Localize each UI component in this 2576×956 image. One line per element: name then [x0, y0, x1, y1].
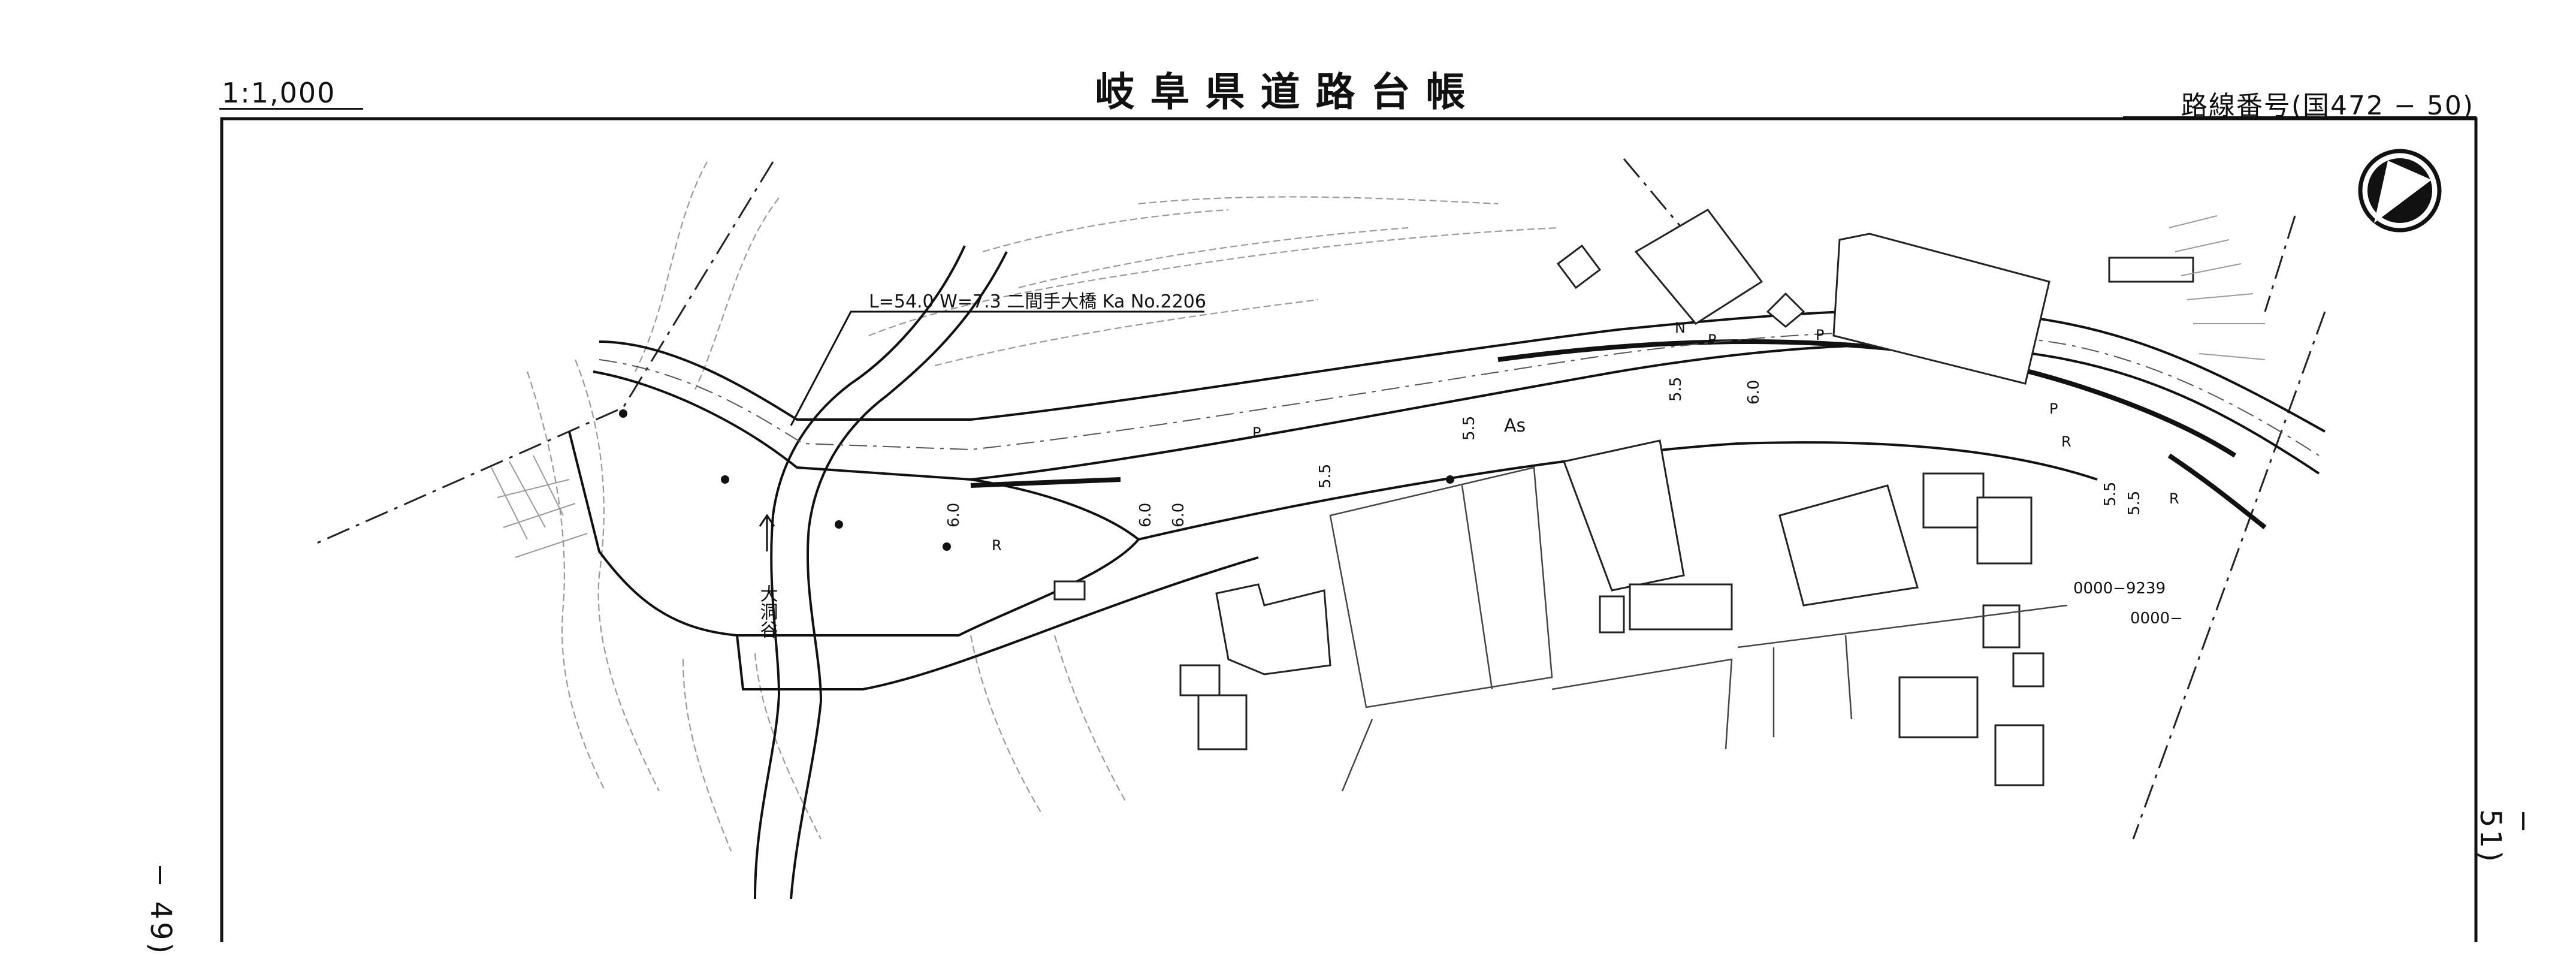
width-label: 5.5	[1667, 377, 1685, 402]
surface-label: As	[1504, 415, 1526, 436]
marker-label: R	[2169, 490, 2179, 507]
scale-underline	[219, 108, 363, 110]
marker-label: P	[1252, 424, 1261, 441]
slope-hatching-left	[491, 455, 588, 558]
width-label: 6.0	[1745, 380, 1763, 405]
point-code: 0000−9239	[2073, 580, 2166, 598]
width-label: 6.0	[945, 503, 963, 527]
river-flow-arrow	[759, 514, 775, 551]
parcel-lines	[1329, 466, 2068, 792]
marker-label: N	[1675, 319, 1686, 336]
north-arrow-icon	[2358, 149, 2442, 233]
road-edges	[568, 309, 2326, 690]
road-centre-line	[599, 331, 2320, 456]
survey-points	[619, 409, 1454, 551]
river-label: 大洞谷	[757, 584, 778, 638]
marker-label: R	[2061, 433, 2071, 450]
width-label: 6.0	[1137, 503, 1155, 527]
marker-label: P	[1708, 331, 1716, 348]
marker-label: R	[992, 537, 1002, 554]
route-number: 路線番号(国472 − 50)	[2181, 91, 2474, 121]
building-footprints	[1053, 209, 2194, 786]
river-channel	[754, 245, 1008, 900]
page-title: 岐阜県道路台帳	[1095, 69, 1481, 115]
width-label: 5.5	[1316, 464, 1334, 488]
width-label: 5.5	[2125, 491, 2143, 515]
point-code: 0000−	[2130, 610, 2183, 628]
width-label: 6.0	[1170, 503, 1188, 527]
marker-label: P	[1816, 327, 1824, 343]
map-frame	[220, 117, 2478, 942]
width-label: 5.5	[2101, 482, 2119, 506]
map-scale: 1:1,000	[222, 77, 336, 109]
width-label: 5.5	[1460, 416, 1478, 441]
slope-hatching-right	[2169, 215, 2266, 360]
marker-label: P	[2049, 400, 2058, 417]
contour-lines	[526, 161, 1559, 852]
bridge-leader	[790, 310, 1204, 426]
bridge-label: L=54.0 W=7.3 二間手大橋 Ka No.2206	[869, 291, 1206, 312]
